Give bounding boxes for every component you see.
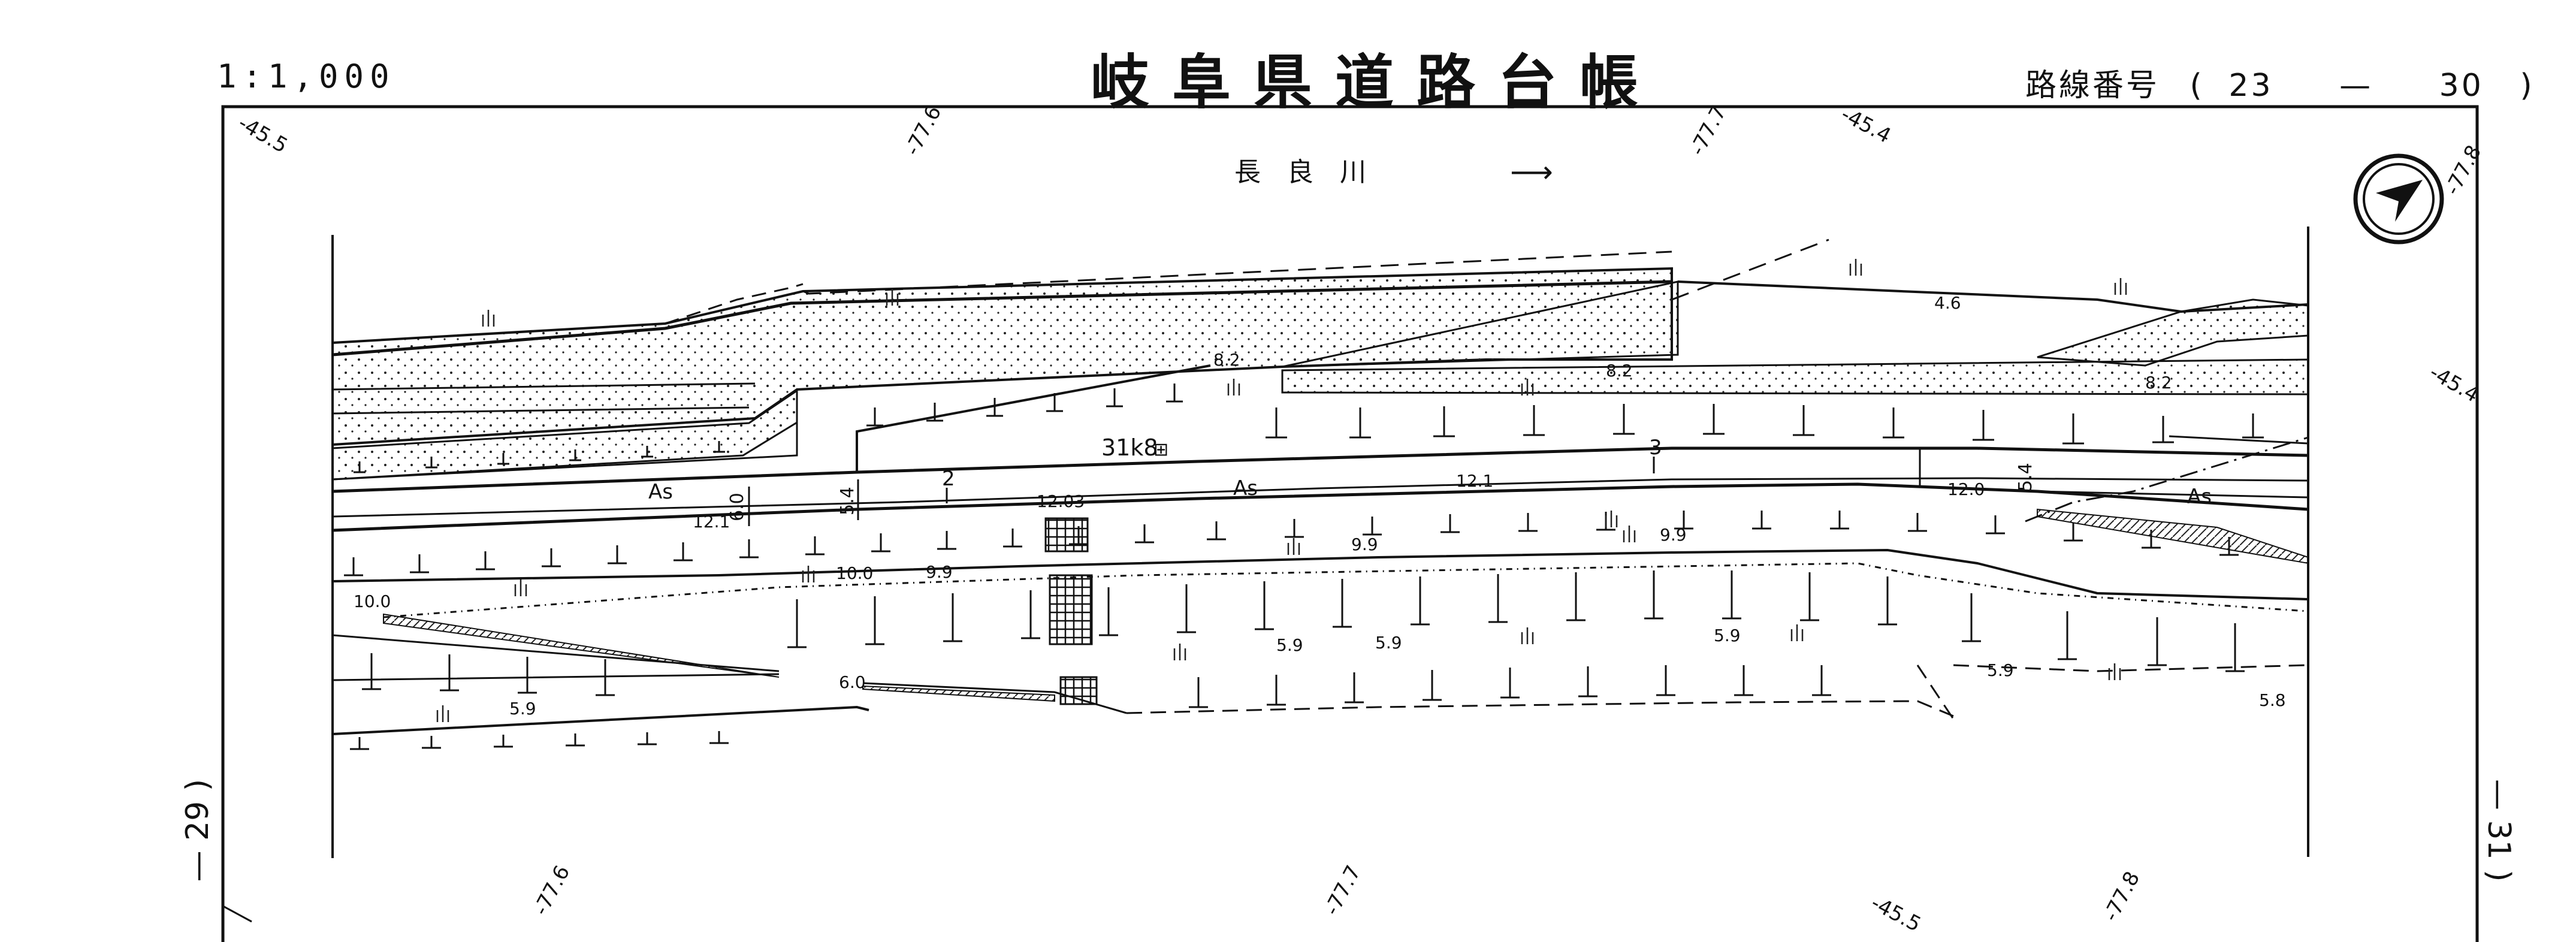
map-scale: 1:1,000 xyxy=(217,58,395,95)
spot-elevation: 10.0 xyxy=(836,563,873,583)
hatched-revetment-b xyxy=(862,685,1055,702)
spot-elevation: 4.6 xyxy=(1934,293,1961,313)
river-name: 長 良 川 xyxy=(1234,157,1366,188)
km-marker-icon: ⊞ xyxy=(1153,439,1168,460)
station-number: 2 xyxy=(942,467,955,491)
road-edge-north xyxy=(332,446,2309,493)
route-number-b: 30 xyxy=(2439,68,2484,104)
surface-label: As xyxy=(2187,485,2212,509)
spot-elevation: 9.9 xyxy=(1351,535,1378,554)
route-number-a: 23 xyxy=(2228,68,2273,104)
spot-elevation: 9.9 xyxy=(926,562,953,582)
spot-elevation: 6.0 xyxy=(839,672,866,692)
spot-elevation: 5.8 xyxy=(2259,690,2286,710)
spot-elevation: 12.1 xyxy=(693,512,730,532)
spot-elevation: 8.2 xyxy=(1213,350,1240,370)
coord-right-top: -77.8 xyxy=(2441,141,2487,199)
adjacent-sheet-right: — 31 ) xyxy=(2481,779,2517,882)
hatched-revetment-c xyxy=(2037,508,2309,564)
spot-elevation: 10.0 xyxy=(354,591,391,611)
spot-elevation: 8.2 xyxy=(2145,373,2172,393)
spot-elevation: 5.9 xyxy=(1987,660,2014,680)
spot-elevation: 5.9 xyxy=(1375,633,1402,653)
coord-top-1: -77.6 xyxy=(901,102,947,159)
coord-bottom-4: -77.8 xyxy=(2099,868,2145,925)
hatched-revetment-a xyxy=(383,613,780,678)
road-centerline xyxy=(332,477,2309,518)
spot-elevation: 9.9 xyxy=(1660,525,1687,545)
spot-elevation: 5.9 xyxy=(509,699,536,718)
route-open-paren: ( xyxy=(2190,68,2204,104)
slope-ticks-upper xyxy=(354,384,2264,473)
spot-elevation: 8.2 xyxy=(1606,361,1633,381)
surface-label: As xyxy=(1233,476,1258,500)
route-dash: — xyxy=(2339,68,2373,104)
road-width: 5.4 xyxy=(837,487,858,515)
spot-elevation: 12.1 xyxy=(1456,471,1493,491)
spot-elevation: 12.03 xyxy=(1037,491,1085,511)
coord-bottom-3: -45.5 xyxy=(1867,891,1925,937)
road-edge-south xyxy=(332,482,2309,532)
coord-top-3: -45.4 xyxy=(1837,102,1895,149)
coord-bottom-1: -77.6 xyxy=(529,862,575,919)
station-number: 3 xyxy=(1649,436,1662,460)
spot-elevation: 5.9 xyxy=(1714,626,1741,645)
route-label: 路線番号 xyxy=(2025,68,2160,104)
road-width: 6.0 xyxy=(727,493,748,521)
coord-top-left: -45.5 xyxy=(234,111,292,158)
north-arrow-icon xyxy=(2353,153,2444,244)
spot-elevation: 5.9 xyxy=(1276,635,1303,655)
road-width: 5.4 xyxy=(2015,463,2036,491)
coord-right-mid: -45.4 xyxy=(2426,360,2483,407)
river-flow-arrow: ⟶ xyxy=(1510,155,1553,189)
route-number: 路線番号 ( 23 — 30 ) xyxy=(2025,60,2535,105)
route-close-paren: ) xyxy=(2520,68,2535,104)
coord-bottom-2: -77.7 xyxy=(1320,862,1366,919)
spot-elevation: 12.0 xyxy=(1947,479,1985,499)
culvert-structure xyxy=(1044,517,1089,552)
coord-top-2: -77.7 xyxy=(1686,102,1732,159)
km-marker: 31k8 xyxy=(1101,434,1158,461)
map-frame xyxy=(221,105,2479,942)
surface-label: As xyxy=(648,480,673,504)
